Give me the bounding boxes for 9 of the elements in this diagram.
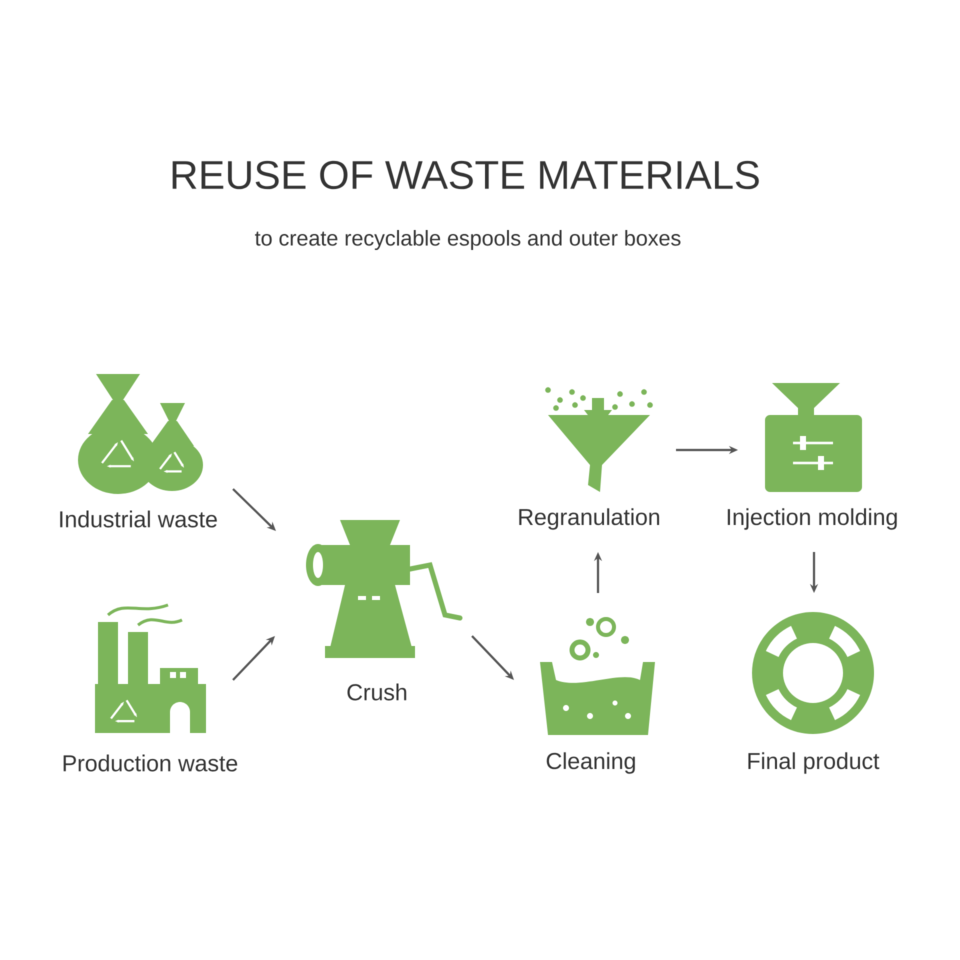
step-label: Production waste xyxy=(64,754,238,772)
step-label: Final product xyxy=(748,752,880,774)
step-label: Regranulation xyxy=(519,508,660,530)
title: REUSE OF WASTE MATERIALS xyxy=(172,160,759,190)
step-label: Cleaning xyxy=(546,752,635,774)
step-label: Crush xyxy=(348,684,406,700)
step-label: Industrial waste xyxy=(60,510,217,528)
step-label: Injection molding xyxy=(728,508,897,530)
subtitle: to create recyclable espools and outer boxes xyxy=(255,230,680,250)
